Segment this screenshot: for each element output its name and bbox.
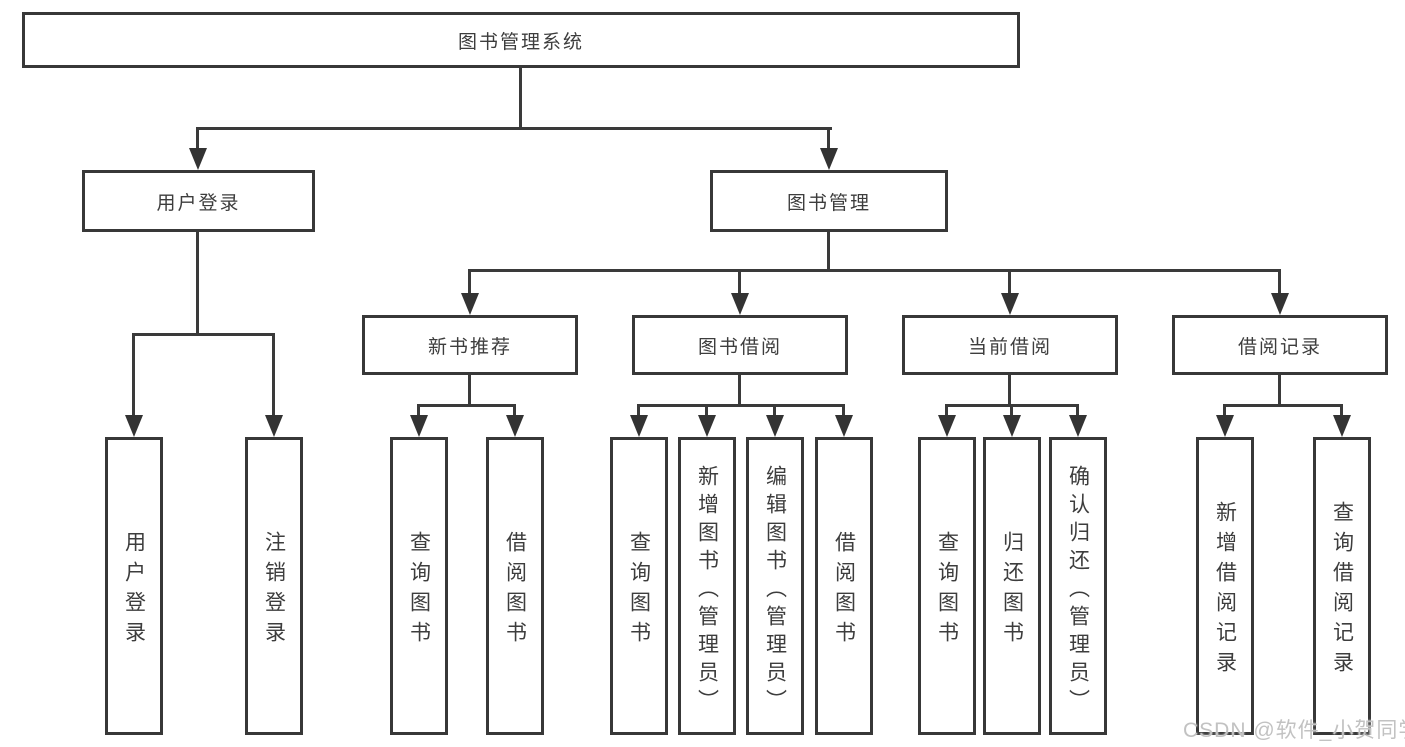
arrow-down-icon — [766, 415, 784, 437]
connector-line — [1008, 375, 1011, 407]
node-root: 图书管理系统 — [22, 12, 1020, 68]
leaf-current-confirm-return-admin: 确认归还（管理员） — [1049, 437, 1107, 735]
arrow-down-icon — [189, 148, 207, 170]
connector-line — [468, 269, 1281, 272]
leaf-borrow-query-book-label: 查询图书 — [627, 530, 651, 651]
connector-line — [1010, 404, 1013, 418]
connector-line — [468, 269, 471, 297]
watermark: CSDN @软件_小贺同学 — [1183, 719, 1405, 742]
leaf-borrow-borrow-book: 借阅图书 — [815, 437, 873, 735]
connector-line — [637, 404, 845, 407]
arrow-down-icon — [125, 415, 143, 437]
connector-line — [1340, 404, 1343, 418]
node-book-management: 图书管理 — [710, 170, 948, 232]
leaf-current-confirm-return-admin-label: 确认归还（管理员） — [1066, 464, 1090, 717]
node-book-borrow-label: 图书借阅 — [697, 336, 782, 358]
arrow-down-icon — [1333, 415, 1351, 437]
leaf-logout-label: 注销登录 — [262, 530, 286, 651]
node-book-borrow: 图书借阅 — [632, 315, 848, 375]
connector-line — [519, 68, 522, 130]
arrow-down-icon — [410, 415, 428, 437]
arrow-down-icon — [1003, 415, 1021, 437]
arrow-down-icon — [461, 293, 479, 315]
connector-line — [738, 375, 741, 407]
arrow-down-icon — [630, 415, 648, 437]
leaf-user-login: 用户登录 — [105, 437, 163, 735]
leaf-borrow-edit-book-admin-label: 编辑图书（管理员） — [763, 464, 787, 717]
leaf-rec-borrow-book: 借阅图书 — [486, 437, 544, 735]
connector-line — [272, 333, 275, 417]
leaf-rec-query-book-label: 查询图书 — [407, 530, 431, 651]
connector-line — [1278, 375, 1281, 407]
connector-line — [417, 404, 516, 407]
node-borrow-record: 借阅记录 — [1172, 315, 1388, 375]
connector-line — [827, 127, 830, 152]
leaf-user-login-label: 用户登录 — [122, 530, 146, 651]
node-user-login: 用户登录 — [82, 170, 315, 232]
connector-line — [1223, 404, 1226, 418]
leaf-borrow-add-book-admin-label: 新增图书（管理员） — [695, 464, 719, 717]
leaf-current-return-book: 归还图书 — [983, 437, 1041, 735]
connector-line — [842, 404, 845, 418]
connector-line — [827, 232, 830, 272]
leaf-record-query: 查询借阅记录 — [1313, 437, 1371, 735]
connector-line — [132, 333, 135, 417]
connector-line — [773, 404, 776, 418]
arrow-down-icon — [835, 415, 853, 437]
node-current-borrow: 当前借阅 — [902, 315, 1118, 375]
connector-line — [196, 127, 199, 152]
node-root-label: 图书管理系统 — [457, 31, 584, 53]
arrow-down-icon — [820, 148, 838, 170]
arrow-down-icon — [1001, 293, 1019, 315]
arrow-down-icon — [265, 415, 283, 437]
connector-line — [468, 375, 471, 407]
leaf-borrow-borrow-book-label: 借阅图书 — [832, 530, 856, 651]
leaf-record-add-label: 新增借阅记录 — [1213, 500, 1237, 681]
connector-line — [738, 269, 741, 297]
arrow-down-icon — [1271, 293, 1289, 315]
node-current-borrow-label: 当前借阅 — [967, 336, 1052, 358]
arrow-down-icon — [698, 415, 716, 437]
connector-line — [1278, 269, 1281, 297]
connector-line — [705, 404, 708, 418]
leaf-borrow-add-book-admin: 新增图书（管理员） — [678, 437, 736, 735]
leaf-logout: 注销登录 — [245, 437, 303, 735]
arrow-down-icon — [506, 415, 524, 437]
leaf-record-add: 新增借阅记录 — [1196, 437, 1254, 735]
node-book-management-label: 图书管理 — [786, 192, 871, 214]
connector-line — [945, 404, 948, 418]
connector-line — [513, 404, 516, 418]
connector-line — [1223, 404, 1343, 407]
leaf-rec-query-book: 查询图书 — [390, 437, 448, 735]
node-borrow-record-label: 借阅记录 — [1237, 336, 1322, 358]
arrow-down-icon — [1216, 415, 1234, 437]
connector-line — [196, 127, 832, 130]
connector-line — [637, 404, 640, 418]
node-new-book-recommend: 新书推荐 — [362, 315, 578, 375]
connector-line — [132, 333, 275, 336]
leaf-borrow-edit-book-admin: 编辑图书（管理员） — [746, 437, 804, 735]
arrow-down-icon — [731, 293, 749, 315]
connector-line — [196, 232, 199, 336]
connector-line — [1008, 269, 1011, 297]
node-user-login-label: 用户登录 — [156, 192, 241, 214]
leaf-borrow-query-book: 查询图书 — [610, 437, 668, 735]
connector-line — [1076, 404, 1079, 418]
leaf-current-query-book-label: 查询图书 — [935, 530, 959, 651]
leaf-record-query-label: 查询借阅记录 — [1330, 500, 1354, 681]
arrow-down-icon — [1069, 415, 1087, 437]
leaf-current-return-book-label: 归还图书 — [1000, 530, 1024, 651]
leaf-current-query-book: 查询图书 — [918, 437, 976, 735]
node-new-book-recommend-label: 新书推荐 — [427, 336, 512, 358]
arrow-down-icon — [938, 415, 956, 437]
leaf-rec-borrow-book-label: 借阅图书 — [503, 530, 527, 651]
connector-line — [417, 404, 420, 418]
